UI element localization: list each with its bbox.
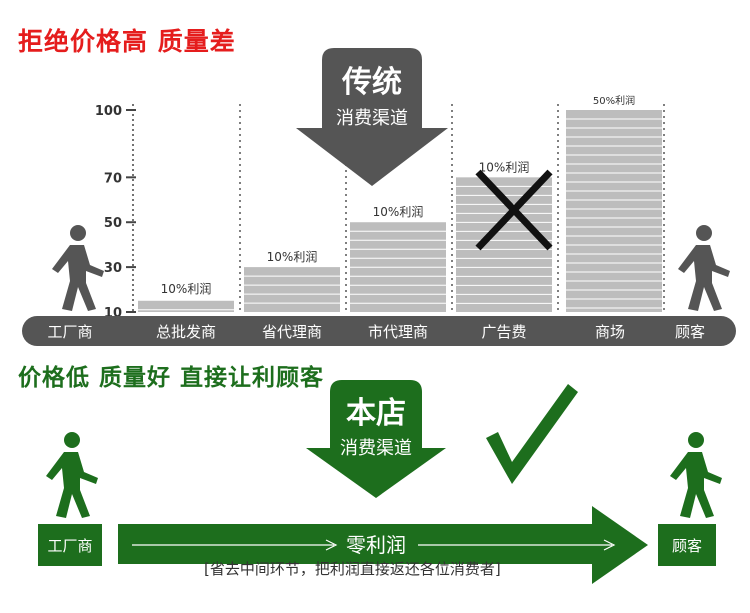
cross-mark bbox=[475, 169, 553, 251]
channel-start: 工厂商 bbox=[47, 323, 92, 341]
walking-person-icon bbox=[678, 225, 730, 311]
bar-data-label: 50%利润 bbox=[593, 94, 635, 107]
headline-bottom: 价格低 质量好 直接让利顾客 bbox=[18, 365, 325, 391]
zero-profit-arrow: 零利润 bbox=[118, 506, 648, 584]
headline-top: 拒绝价格高 质量差 bbox=[18, 27, 236, 56]
store-title: 本店 bbox=[346, 396, 406, 431]
traditional-arrow: 传统 消费渠道 bbox=[296, 48, 448, 186]
bar bbox=[244, 267, 340, 312]
bar-data-label: 10%利润 bbox=[267, 250, 318, 264]
walking-person-icon bbox=[670, 432, 722, 518]
channel-bar: 工厂商 总批发商 省代理商 市代理商 广告费 商场 顾客 bbox=[22, 316, 736, 346]
direct-start: 工厂商 bbox=[47, 537, 92, 555]
store-subtitle: 消费渠道 bbox=[340, 438, 412, 459]
channel-label: 商场 bbox=[595, 323, 625, 341]
bar-data-label: 10%利润 bbox=[373, 205, 424, 219]
channel-label: 总批发商 bbox=[156, 323, 216, 341]
channel-end: 顾客 bbox=[675, 323, 705, 341]
y-tick-label: 70 bbox=[104, 171, 122, 186]
bar bbox=[566, 110, 662, 312]
bars: 10%利润 10%利润 10%利润 10%利润 50%利润 bbox=[138, 94, 662, 312]
bar bbox=[138, 300, 234, 312]
channel-label: 市代理商 bbox=[368, 323, 428, 341]
bar-data-label: 10%利润 bbox=[161, 282, 212, 296]
separators bbox=[239, 104, 665, 312]
y-tick-label: 100 bbox=[95, 104, 122, 119]
channel-label: 广告费 bbox=[481, 323, 526, 341]
bar-data-label: 10%利润 bbox=[479, 160, 530, 174]
traditional-title: 传统 bbox=[341, 65, 402, 100]
direct-note: [省去中间环节，把利润直接返还各位消费者] bbox=[204, 560, 501, 578]
walking-person-icon bbox=[46, 432, 98, 518]
y-tick-label: 30 bbox=[104, 261, 122, 276]
traditional-subtitle: 消费渠道 bbox=[336, 108, 408, 129]
direct-start-box: 工厂商 bbox=[38, 524, 102, 566]
arrow-label: 零利润 bbox=[346, 533, 406, 557]
direct-end-box: 顾客 bbox=[658, 524, 716, 566]
store-arrow: 本店 消费渠道 bbox=[306, 380, 446, 498]
y-tick-label: 50 bbox=[104, 216, 122, 231]
check-mark-icon bbox=[486, 384, 578, 484]
direct-end: 顾客 bbox=[672, 537, 702, 555]
walking-person-icon bbox=[52, 225, 104, 311]
channel-label: 省代理商 bbox=[262, 323, 322, 341]
